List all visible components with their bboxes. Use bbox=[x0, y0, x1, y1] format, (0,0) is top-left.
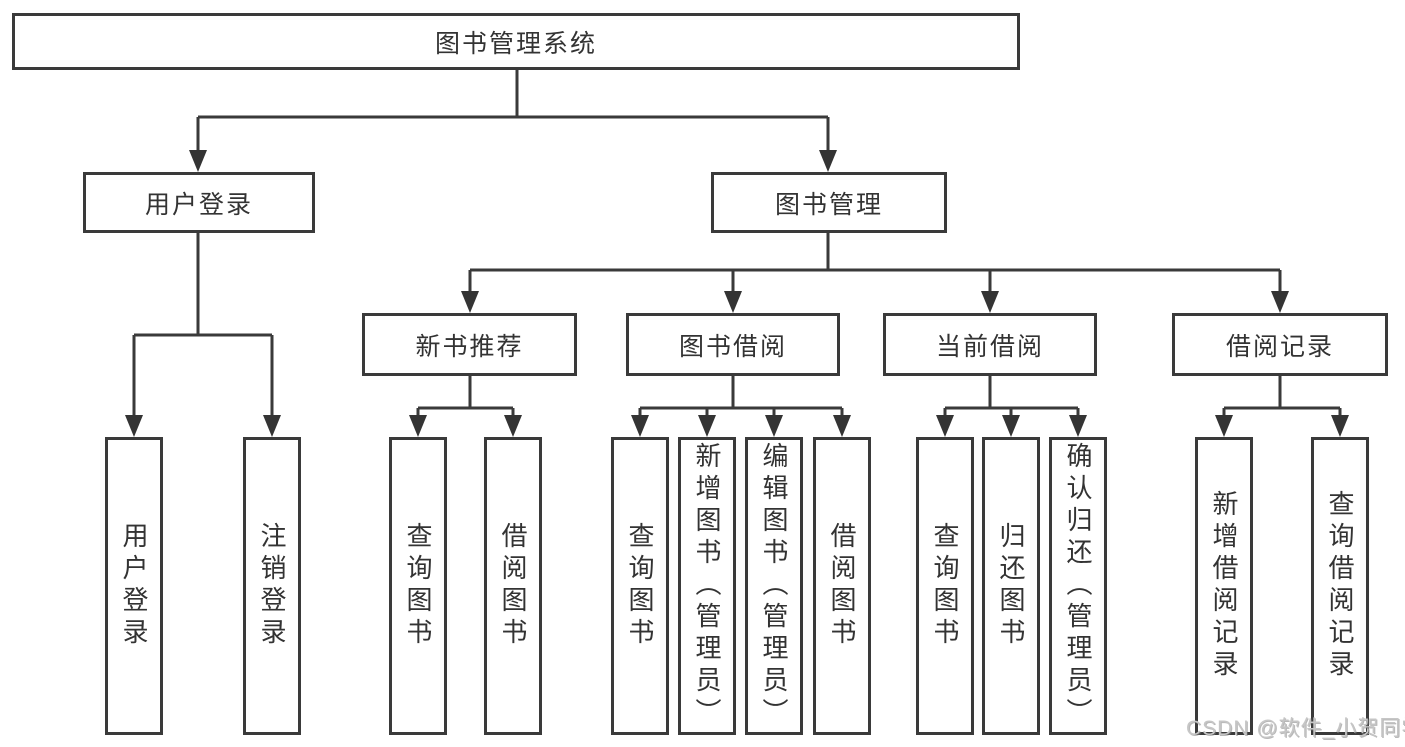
leaf-user-login-label: 用户登录 bbox=[119, 522, 149, 650]
node-book-borrow: 图书借阅 bbox=[626, 313, 840, 376]
arrowhead-icon bbox=[125, 415, 143, 437]
connector-borrow-record-to-leaves bbox=[1215, 376, 1349, 437]
csdn-watermark: CSDN @软件_小贺同学 bbox=[1186, 717, 1405, 740]
node-borrow-record: 借阅记录 bbox=[1172, 313, 1388, 376]
node-user-login-label: 用户登录 bbox=[144, 190, 253, 219]
node-book-mgmt-label: 图书管理 bbox=[774, 190, 883, 219]
leaf-br-query-record: 查询借阅记录 bbox=[1311, 437, 1369, 735]
node-current-borrow-label: 当前借阅 bbox=[935, 332, 1044, 361]
leaf-bb-query-book-label: 查询图书 bbox=[625, 522, 655, 650]
leaf-br-add-record: 新增借阅记录 bbox=[1195, 437, 1253, 735]
leaf-bb-borrow-book: 借阅图书 bbox=[813, 437, 871, 735]
arrowhead-icon bbox=[765, 415, 783, 437]
leaf-bb-add-book-label: 新增图书（管理员） bbox=[692, 442, 722, 730]
arrowhead-icon bbox=[819, 150, 837, 172]
arrowhead-icon bbox=[833, 415, 851, 437]
connector-line bbox=[943, 376, 1080, 417]
arrowhead-icon bbox=[263, 415, 281, 437]
connector-line bbox=[1222, 376, 1342, 417]
node-borrow-record-label: 借阅记录 bbox=[1225, 332, 1334, 361]
leaf-br-query-record-label: 查询借阅记录 bbox=[1325, 490, 1355, 682]
leaf-cb-confirm-return-label: 确认归还（管理员） bbox=[1063, 442, 1093, 730]
leaf-logout: 注销登录 bbox=[243, 437, 301, 735]
connector-book-mgmt-to-level3 bbox=[461, 233, 1289, 313]
connector-line bbox=[416, 376, 515, 417]
leaf-bb-add-book: 新增图书（管理员） bbox=[678, 437, 736, 735]
leaf-rec-query-book: 查询图书 bbox=[389, 437, 447, 735]
leaf-rec-query-book-label: 查询图书 bbox=[403, 522, 433, 650]
arrowhead-icon bbox=[461, 291, 479, 313]
connector-line bbox=[468, 233, 1282, 293]
arrowhead-icon bbox=[1215, 415, 1233, 437]
node-user-login: 用户登录 bbox=[83, 172, 315, 233]
node-book-mgmt: 图书管理 bbox=[711, 172, 947, 233]
leaf-cb-return-book-label: 归还图书 bbox=[996, 522, 1026, 650]
arrowhead-icon bbox=[1002, 415, 1020, 437]
arrowhead-icon bbox=[936, 415, 954, 437]
leaf-bb-borrow-book-label: 借阅图书 bbox=[827, 522, 857, 650]
node-current-borrow: 当前借阅 bbox=[883, 313, 1097, 376]
connector-current-borrow-to-leaves bbox=[936, 376, 1087, 437]
arrowhead-icon bbox=[1069, 415, 1087, 437]
leaf-logout-label: 注销登录 bbox=[257, 522, 287, 650]
node-root-label: 图书管理系统 bbox=[434, 29, 597, 58]
leaf-cb-query-book: 查询图书 bbox=[916, 437, 974, 735]
leaf-cb-confirm-return: 确认归还（管理员） bbox=[1049, 437, 1107, 735]
leaf-rec-borrow-book: 借阅图书 bbox=[484, 437, 542, 735]
arrowhead-icon bbox=[504, 415, 522, 437]
leaf-cb-query-book-label: 查询图书 bbox=[930, 522, 960, 650]
leaf-cb-return-book: 归还图书 bbox=[982, 437, 1040, 735]
connector-user-login-to-leaves bbox=[125, 233, 281, 437]
leaf-bb-query-book: 查询图书 bbox=[611, 437, 669, 735]
connector-book-borrow-to-leaves bbox=[631, 376, 851, 437]
arrowhead-icon bbox=[698, 415, 716, 437]
connector-line bbox=[638, 376, 844, 417]
leaf-br-add-record-label: 新增借阅记录 bbox=[1209, 490, 1239, 682]
node-book-borrow-label: 图书借阅 bbox=[678, 332, 787, 361]
connector-line bbox=[132, 233, 274, 417]
connector-root-to-level2 bbox=[189, 70, 837, 172]
arrowhead-icon bbox=[724, 291, 742, 313]
arrowhead-icon bbox=[189, 150, 207, 172]
leaf-user-login: 用户登录 bbox=[105, 437, 163, 735]
node-new-book-rec-label: 新书推荐 bbox=[415, 332, 524, 361]
arrowhead-icon bbox=[981, 291, 999, 313]
connector-new-book-rec-to-leaves bbox=[409, 376, 522, 437]
node-new-book-rec: 新书推荐 bbox=[362, 313, 577, 376]
connector-line bbox=[196, 70, 830, 152]
arrowhead-icon bbox=[409, 415, 427, 437]
node-root: 图书管理系统 bbox=[12, 13, 1020, 70]
leaf-bb-edit-book: 编辑图书（管理员） bbox=[745, 437, 803, 735]
leaf-rec-borrow-book-label: 借阅图书 bbox=[498, 522, 528, 650]
arrowhead-icon bbox=[631, 415, 649, 437]
arrowhead-icon bbox=[1331, 415, 1349, 437]
leaf-bb-edit-book-label: 编辑图书（管理员） bbox=[759, 442, 789, 730]
arrowhead-icon bbox=[1271, 291, 1289, 313]
